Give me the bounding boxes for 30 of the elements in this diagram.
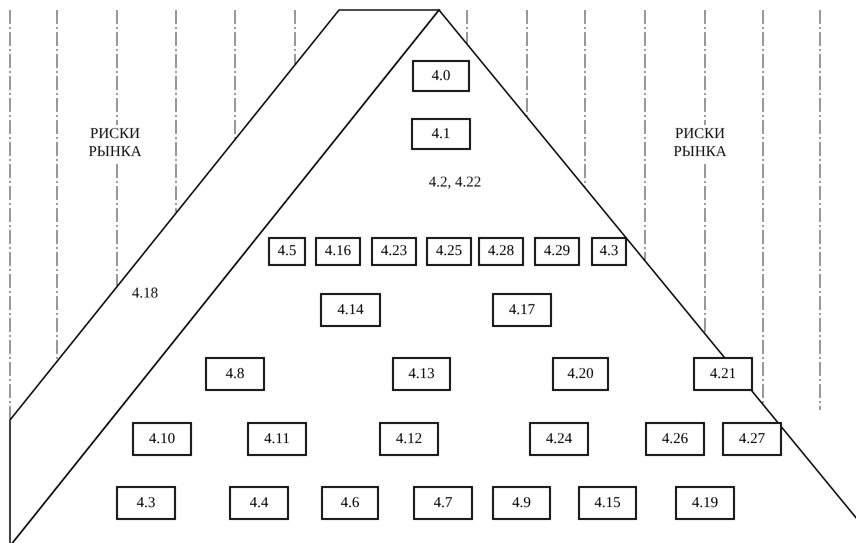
section-box: 4.28: [478, 237, 524, 266]
section-box: 4.1: [411, 118, 471, 150]
section-box: 4.27: [722, 422, 782, 456]
section-box: 4.19: [675, 486, 735, 520]
section-box: 4.20: [552, 357, 609, 391]
section-box: 4.0: [412, 60, 470, 92]
section-box: 4.11: [247, 422, 307, 456]
section-label: 4.18: [132, 286, 158, 302]
section-box: 4.14: [320, 293, 381, 327]
section-box: 4.6: [321, 486, 379, 520]
section-box: 4.21: [693, 357, 753, 391]
section-box: 4.3: [591, 237, 627, 266]
section-box: 4.24: [529, 422, 589, 456]
section-box: 4.16: [315, 237, 361, 266]
section-box: 4.17: [492, 293, 552, 327]
section-box: 4.15: [578, 486, 637, 520]
section-box: 4.4: [229, 486, 289, 520]
section-box: 4.13: [392, 357, 451, 391]
section-box: 4.7: [413, 486, 473, 520]
section-box: 4.10: [132, 422, 192, 456]
section-label: 4.2, 4.22: [428, 174, 482, 192]
section-box: 4.9: [492, 486, 551, 520]
section-box: 4.23: [371, 237, 417, 266]
section-box: 4.26: [645, 422, 705, 456]
section-box: 4.5: [268, 237, 306, 266]
section-box: 4.3: [116, 486, 176, 520]
section-box: 4.25: [426, 237, 472, 266]
section-box: 4.29: [534, 237, 580, 266]
section-box: 4.12: [379, 422, 439, 456]
section-box: 4.8: [205, 357, 265, 391]
